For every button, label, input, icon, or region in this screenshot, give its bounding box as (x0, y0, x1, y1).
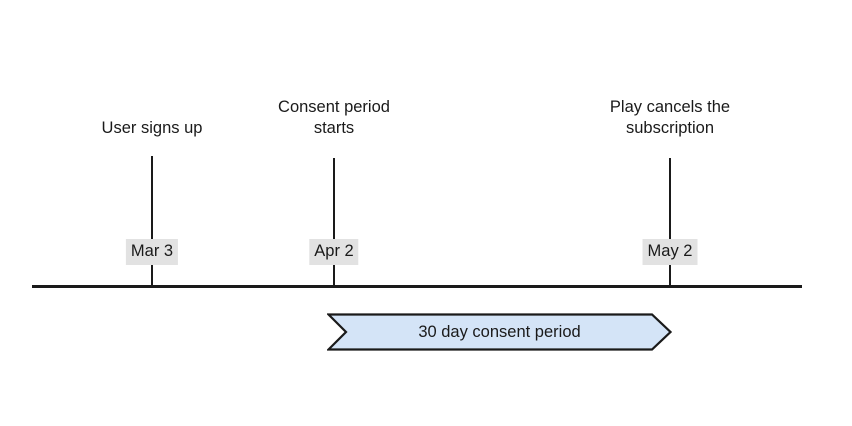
chevron-shape-icon (327, 313, 672, 351)
tick-mark-mar-3 (151, 156, 153, 286)
consent-period-banner: 30 day consent period (327, 313, 672, 351)
event-label-consent-period-starts: Consent period starts (278, 98, 390, 137)
date-chip-apr-2: Apr 2 (309, 239, 359, 265)
tick-mark-apr-2 (333, 158, 335, 286)
timeline-axis (32, 285, 802, 288)
tick-mark-may-2 (669, 158, 671, 286)
banner-label: 30 day consent period (418, 322, 581, 341)
event-label-user-signs-up: User signs up (101, 119, 203, 137)
event-label-play-cancels-subscription: Play cancels the subscription (609, 98, 731, 137)
date-chip-may-2: May 2 (642, 239, 698, 265)
date-chip-mar-3: Mar 3 (125, 239, 179, 265)
